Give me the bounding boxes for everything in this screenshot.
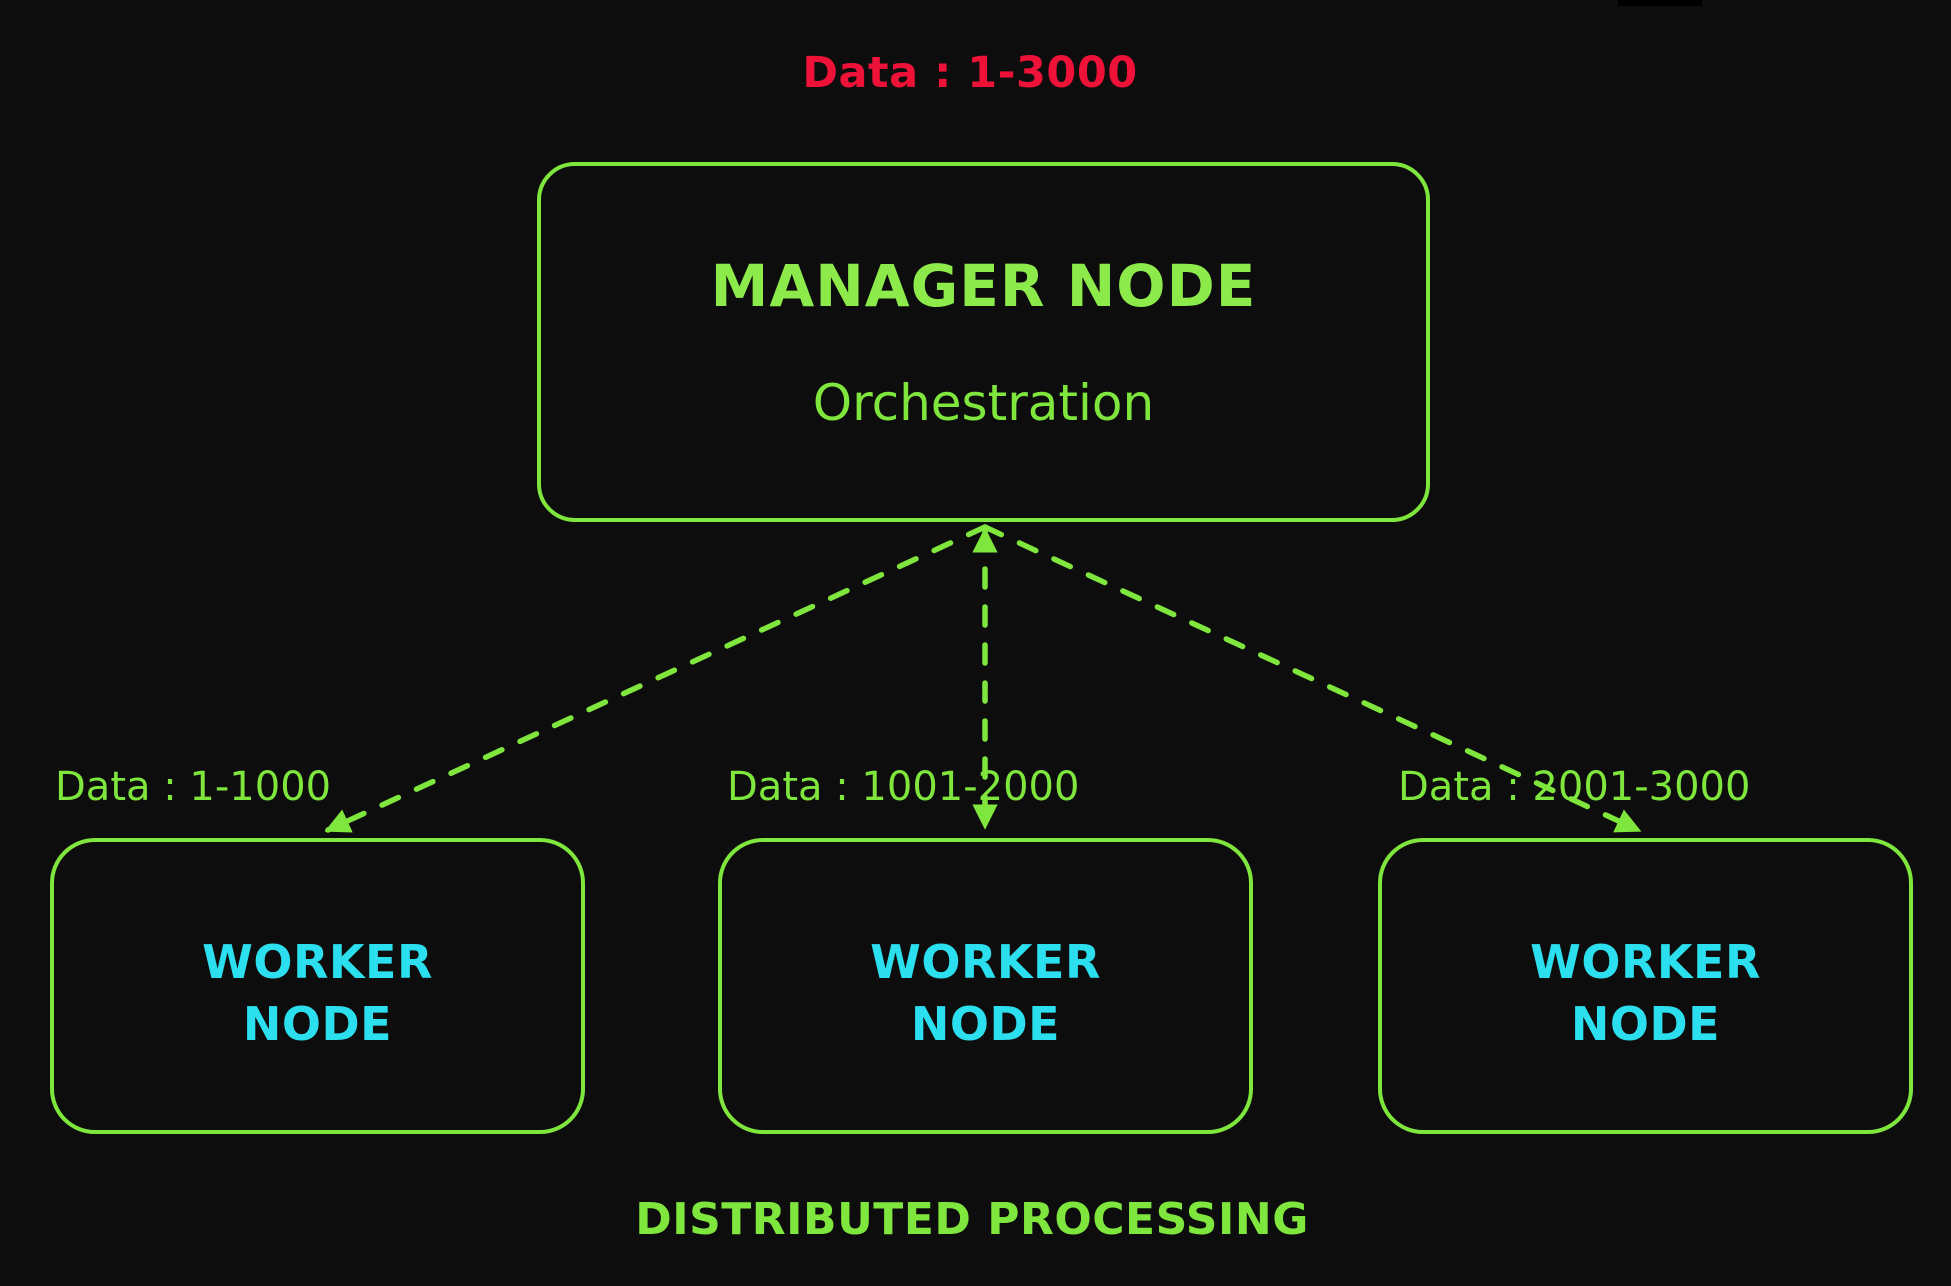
manager-node-box: MANAGER NODE Orchestration bbox=[537, 162, 1430, 522]
worker-1-data-range-label: Data : 1-1000 bbox=[55, 764, 332, 810]
worker-node-1-box: WORKER NODE bbox=[50, 838, 585, 1134]
top-edge-artifact bbox=[1618, 0, 1702, 6]
manager-data-range-label: Data : 1-3000 bbox=[802, 48, 1138, 98]
manager-node-title: MANAGER NODE bbox=[710, 252, 1257, 320]
worker-node-2-box: WORKER NODE bbox=[718, 838, 1253, 1134]
worker-node-2-title: WORKER NODE bbox=[870, 935, 1101, 1051]
worker-3-data-range-label: Data : 2001-3000 bbox=[1398, 764, 1751, 810]
worker-node-3-title: WORKER NODE bbox=[1530, 935, 1761, 1051]
manager-node-subtitle: Orchestration bbox=[812, 374, 1155, 432]
worker-node-3-box: WORKER NODE bbox=[1378, 838, 1913, 1134]
worker-2-data-range-label: Data : 1001-2000 bbox=[727, 764, 1080, 810]
diagram-caption: DISTRIBUTED PROCESSING bbox=[635, 1194, 1309, 1245]
worker-node-1-title: WORKER NODE bbox=[202, 935, 433, 1051]
